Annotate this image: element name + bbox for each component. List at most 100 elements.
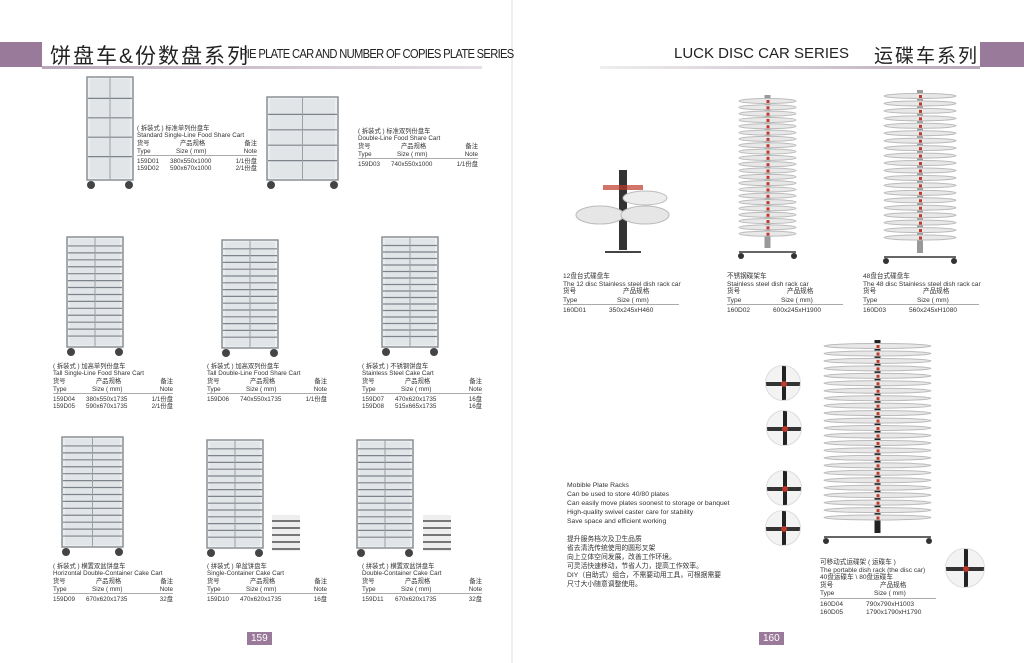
type-code: 159D05: [53, 403, 76, 411]
product-name-en: The 12 disc Stainless steel dish rack ca…: [563, 280, 681, 288]
type-code: 160D04: [820, 600, 844, 608]
type-code: 160D01: [563, 307, 587, 315]
desc-cn-line: 向上立体空间发展，改善工作环境。: [567, 554, 676, 561]
page-spine: [511, 0, 513, 663]
product-name-cn: 不锈钢碟架车: [727, 273, 767, 280]
type-label-cn: 货号: [53, 377, 66, 385]
size-label-en: Size ( mm): [401, 385, 432, 393]
size-value: 380x550x1735: [86, 396, 128, 404]
desc-en-line: Mobible Plate Racks: [567, 482, 629, 489]
product-name-cn: ( 拆装式 ) 加高单列份盘车: [53, 363, 126, 370]
note-label-cn: 备注: [160, 577, 173, 585]
size-label-cn: 产品规格: [787, 288, 814, 296]
rack-detail-inset: [765, 510, 801, 546]
note-value: 2/1份盘: [151, 403, 173, 411]
rack-detail-inset: [766, 470, 802, 506]
size-value: 470x620x1735: [395, 396, 437, 404]
product-name-en: Double-Container Cake Cart: [362, 570, 442, 578]
note-label-cn: 备注: [314, 377, 327, 385]
size-value: 740x550x1000: [391, 161, 433, 169]
product-name-cn: ( 拆装式 ) 标准单列份盘车: [137, 125, 210, 132]
note-value: 32盘: [468, 596, 482, 604]
note-label-en: Note: [464, 150, 478, 158]
size-label-cn: 产品规格: [880, 581, 907, 589]
spec-row: 159D04 380x550x1735 1/1份盘: [53, 396, 173, 403]
size-label-cn: 产品规格: [923, 288, 950, 296]
type-code: 159D07: [362, 396, 385, 404]
size-label-en: Size ( mm): [246, 585, 277, 593]
type-label-cn: 货号: [362, 377, 375, 385]
desc-cn-line: 尺寸大小随意调整使用。: [567, 581, 642, 588]
left-header-title-en: PIE PLATE CAR AND NUMBER OF COPIES PLATE…: [240, 46, 514, 61]
size-value: 515x665x1735: [395, 403, 437, 411]
product-image-159D01: [85, 75, 135, 195]
product-name-en: The 48 disc Stainless steel dish rack ca…: [863, 280, 981, 288]
type-label-en: Type: [207, 385, 221, 393]
note-value: 1/1份盘: [305, 396, 327, 404]
size-label-cn: 产品规格: [250, 377, 276, 385]
size-label-cn: 产品规格: [180, 139, 206, 147]
product-name-en: Standard Single-Line Food Share Cart: [137, 132, 245, 140]
size-value: 670x620x1735: [395, 596, 437, 604]
product-name-cn: ( 拆装式 ) 横置双盆饼盘车: [53, 563, 126, 570]
size-value: 740x550x1735: [240, 396, 282, 404]
type-label-cn: 货号: [207, 577, 220, 585]
left-header-rule: [42, 66, 482, 69]
right-header-title-cn: 运碟车系列: [874, 46, 980, 67]
type-label-en: Type: [358, 150, 372, 158]
size-value: 670x620x1735: [86, 596, 128, 604]
tray-detail-image: [272, 515, 300, 551]
note-label-en: Note: [468, 385, 482, 393]
note-value: 16盘: [313, 596, 327, 604]
note-value: 1/1份盘: [151, 396, 173, 404]
size-label-cn: 产品规格: [96, 377, 122, 385]
right-header-title-en: LUCK DISC CAR SERIES: [674, 45, 850, 62]
product-name-cn: ( 拆装式 ) 标准双列份盘车: [358, 128, 431, 135]
spec-row: 160D01 350x245xH460: [563, 307, 681, 315]
type-label-cn: 货号: [727, 288, 741, 296]
size-label-en: Size ( mm): [92, 385, 123, 393]
product-name-en: The portable dish rack (the disc car): [820, 566, 926, 574]
note-value: 32盘: [159, 596, 173, 604]
product-name-cn: ( 拼装式 ) 单盆饼盘车: [207, 563, 267, 570]
desc-en-line: Can easily move plates soonest to storag…: [567, 500, 730, 507]
type-code: 160D05: [820, 608, 844, 616]
size-value: 350x245xH460: [609, 307, 654, 315]
note-label-en: Note: [313, 385, 327, 393]
product-name-cn: 48盘台式碟盘车: [863, 273, 910, 280]
left-header-bar: [0, 42, 42, 67]
type-code: 159D02: [137, 165, 160, 173]
product-image-159D10: [205, 438, 265, 563]
type-code: 159D04: [53, 396, 76, 404]
right-header-rule: [600, 66, 980, 69]
product-image-160D04: [820, 340, 935, 550]
product-name-cn-2: 40盘运碟车 \ 80盘运碟车: [820, 574, 893, 582]
size-label-cn: 产品规格: [96, 577, 122, 585]
size-label-en: Size ( mm): [917, 296, 949, 304]
product-image-159D03: [265, 95, 340, 195]
size-label-en: Size ( mm): [397, 150, 428, 158]
tray-detail-image: [423, 515, 451, 551]
type-label-cn: 货号: [358, 142, 371, 150]
note-value: 1/1份盘: [235, 158, 257, 166]
product-name-cn: ( 拆装式 ) 加高双列份盘车: [207, 363, 280, 370]
size-label-en: Size ( mm): [176, 147, 207, 155]
